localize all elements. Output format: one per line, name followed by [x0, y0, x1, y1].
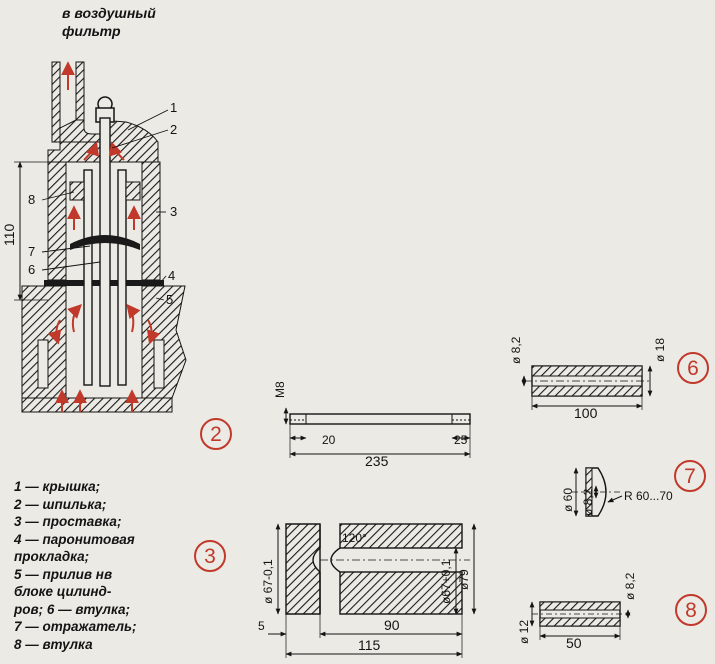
part-3-outer-dim: ø 67-0,1: [261, 559, 275, 604]
outlet-pipe-wall-right: [75, 61, 85, 121]
callout-1: 1: [170, 100, 177, 115]
outlet-pipe-wall-left: [51, 61, 61, 143]
legend-line: 5 — прилив нв: [14, 566, 113, 582]
lower-port-right: [153, 339, 165, 389]
part-7-drawing: [572, 467, 623, 517]
stud-part-2: [99, 117, 111, 387]
part-number-2: 2: [210, 423, 222, 446]
part-2-thread: M8: [273, 381, 287, 398]
part-3-angle-dim: 120°: [342, 531, 367, 545]
part-number-7: 7: [684, 465, 696, 488]
legend-line: 1 — крышка;: [14, 479, 101, 494]
part-number-6: 6: [687, 357, 699, 380]
part-6-outer-dim: ø 18: [653, 338, 667, 362]
lower-port-left: [37, 339, 49, 389]
part-3-step-dim: 5: [258, 619, 265, 633]
callout-6: 6: [28, 262, 35, 277]
part-6-drawing: [521, 365, 653, 410]
legend-line: 2 — шпилька;: [14, 496, 107, 512]
part-3-inner-dim: 90: [384, 617, 400, 633]
spacer-wall-right: [141, 161, 161, 281]
legend-line: 7 — отражатель;: [14, 619, 137, 634]
assembly-section: 110: [1, 61, 187, 413]
legend-line: ров; 6 — втулка;: [14, 601, 130, 617]
legend-line: 4 — паронитовая: [14, 531, 135, 547]
part-8-drawing: [529, 601, 631, 640]
legend-line: 8 — втулка: [14, 636, 93, 652]
part-3-drawing: [268, 523, 477, 658]
header-line-1: в воздушный: [62, 5, 156, 21]
spacer-wall-left: [47, 161, 67, 281]
parts-legend: 1 — крышка; 2 — шпилька; 3 — проставка; …: [14, 478, 214, 653]
part-number-badges: 2 3 6 7 8: [194, 352, 709, 626]
reflector-part-7: [70, 235, 140, 250]
part-number-3: 3: [204, 545, 216, 568]
outlet-elbow: [59, 119, 101, 143]
inner-sleeve-left: [83, 169, 93, 386]
part-8-bore-dim: ø 8,2: [623, 572, 637, 600]
part-2-drawing: [283, 407, 471, 458]
legend-line: прокладка;: [14, 549, 90, 564]
callout-4: 4: [168, 268, 175, 283]
legend-line: 3 — проставка;: [14, 514, 122, 529]
part-7-outer-dim: ø 60: [561, 488, 575, 512]
part-7-bore-dim: ø 8,2: [581, 488, 595, 516]
inner-sleeve-right: [117, 169, 127, 386]
part-6-length-dim: 100: [574, 405, 598, 421]
part-2-right-dim: 25: [454, 433, 468, 447]
header-line-2: фильтр: [62, 23, 121, 39]
part-number-8: 8: [685, 599, 697, 622]
part-3-bore-dim: ø67+0,1: [439, 559, 453, 604]
part-6-bore-dim: ø 8,2: [509, 336, 523, 364]
callout-3: 3: [170, 204, 177, 219]
assembly-height-dim: 110: [1, 223, 17, 246]
part-7-radius-dim: R 60...70: [624, 489, 673, 503]
block-bottom: [21, 397, 173, 413]
part-3-total-dim: 115: [358, 637, 381, 653]
callout-7: 7: [28, 244, 35, 259]
part-2-total-dim: 235: [365, 453, 389, 469]
part-2-left-dim: 20: [322, 433, 336, 447]
callouts: [41, 109, 169, 301]
callout-2: 2: [170, 122, 177, 137]
sleeve-part-8: [69, 181, 85, 201]
part-8-length-dim: 50: [566, 635, 582, 651]
sleeve-part-8-right: [125, 181, 141, 201]
callout-5: 5: [166, 292, 173, 307]
airflow-arrows: [47, 61, 161, 412]
part-3-dia-dim: ø79: [457, 569, 471, 590]
callout-8: 8: [28, 192, 35, 207]
legend-line: блоке цилинд-: [14, 584, 112, 599]
part-8-outer-dim: ø 12: [517, 620, 531, 644]
